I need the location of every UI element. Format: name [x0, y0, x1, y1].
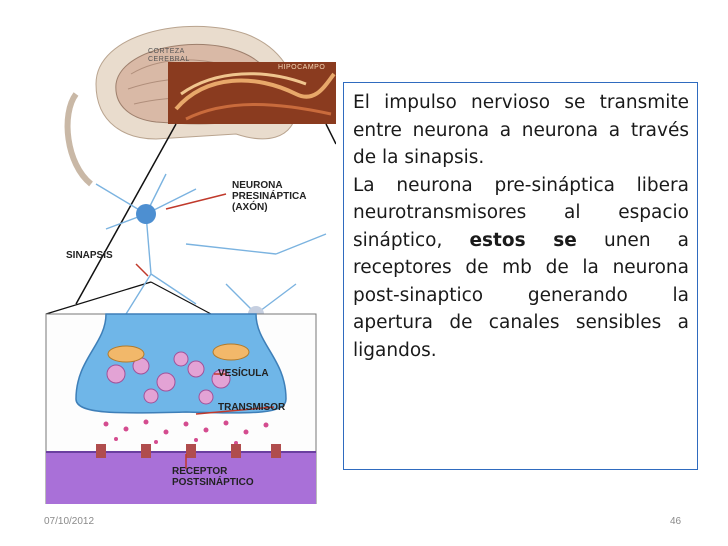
receptors: [96, 444, 281, 458]
label-corteza-cerebral: CORTEZA CEREBRAL: [148, 48, 190, 63]
label-hipocampo: HIPOCAMPO: [278, 64, 326, 71]
label-neurona-presinaptica: NEURONA PRESINÁPTICA (AXÓN): [232, 180, 307, 213]
paragraph-2: La neurona pre-sináptica libera neurotra…: [353, 174, 690, 361]
vesicles: [106, 351, 231, 405]
bold-phrase: estos se: [469, 229, 577, 251]
label-sinapsis: SINAPSIS: [66, 250, 113, 261]
postsynaptic-membrane: [46, 452, 316, 504]
page-number: 46: [670, 516, 682, 527]
label-vesicula: VESÍCULA: [218, 368, 269, 379]
explanation-textbox: El impulso nervioso se transmite entre n…: [343, 82, 698, 470]
neck-shape: [64, 92, 94, 187]
label-receptor-postsinaptico: RECEPTOR POSTSINÁPTICO: [172, 466, 254, 488]
label-transmisor: TRANSMISOR: [218, 402, 286, 413]
footer-date: 07/10/2012: [44, 516, 95, 527]
paragraph-1: El impulso nervioso se transmite entre n…: [353, 92, 689, 168]
synapse-drawing: [45, 25, 336, 504]
neuron-body: [136, 204, 156, 224]
synapse-illustration: [36, 14, 336, 504]
transmitter-dots: [103, 419, 269, 445]
